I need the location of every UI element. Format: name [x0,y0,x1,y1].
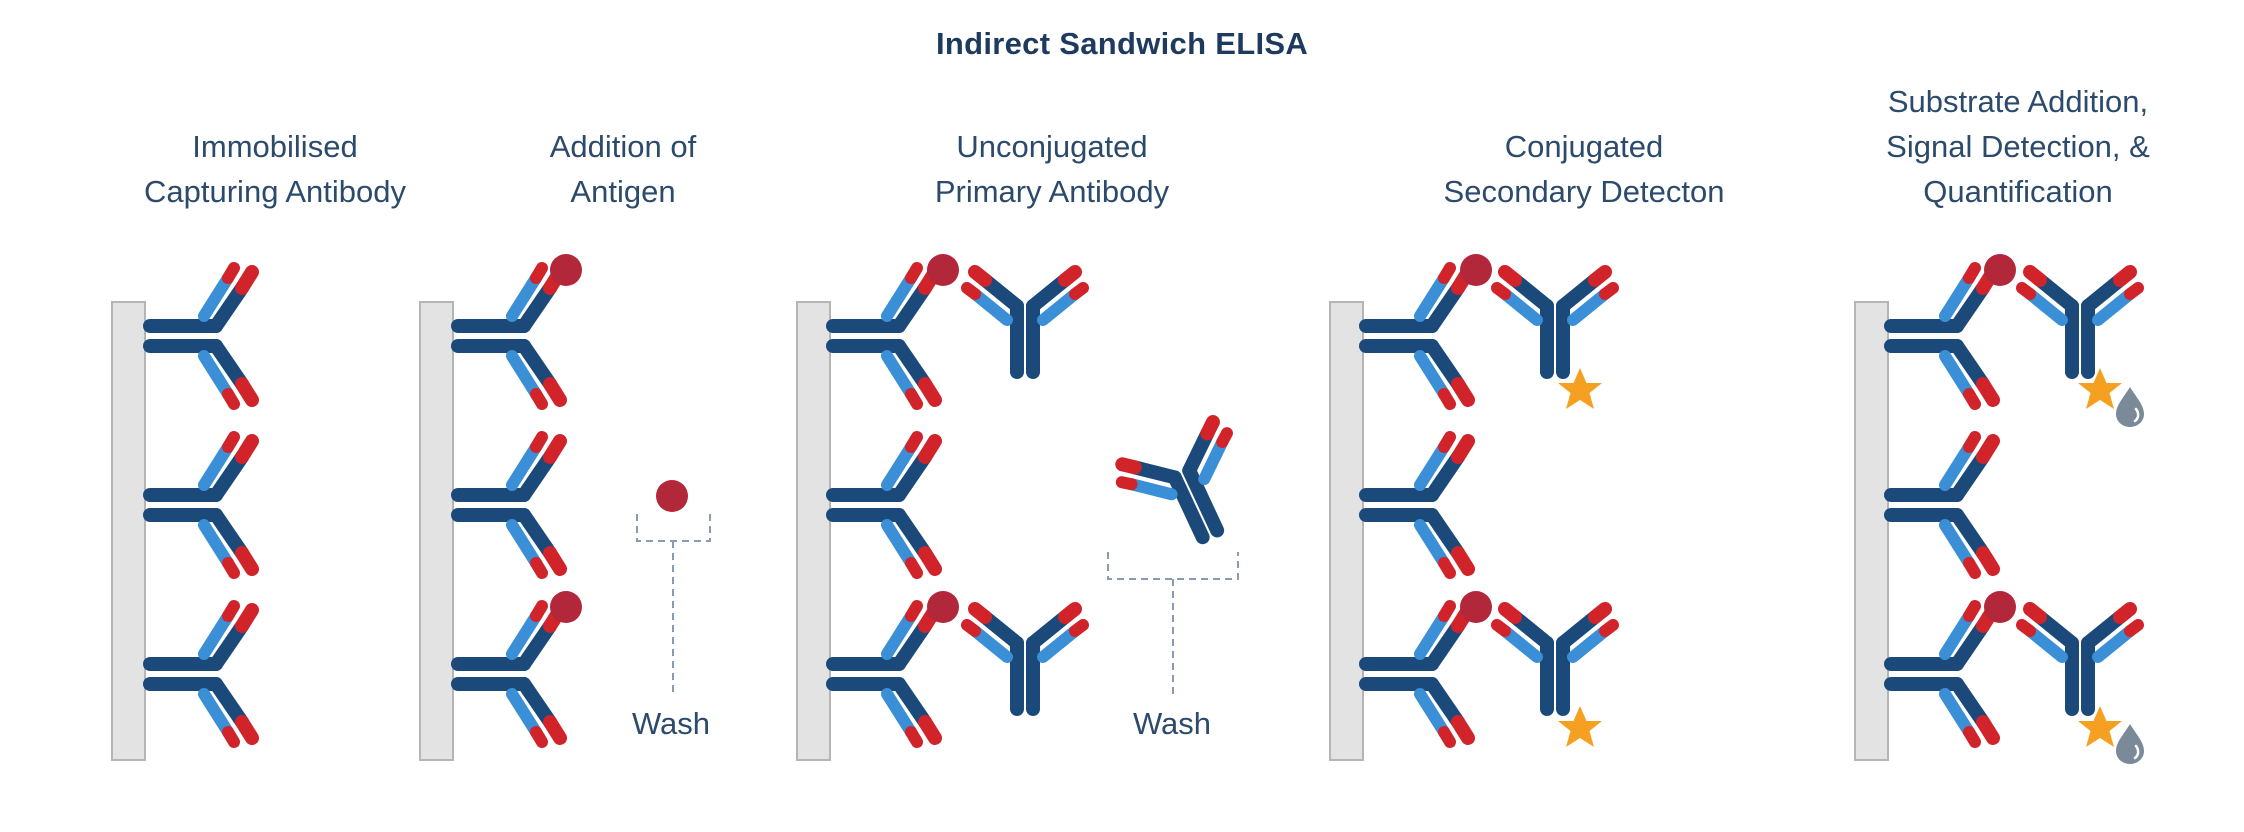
wash-bracket-2 [1107,552,1239,580]
step-3-illustration [796,254,1262,761]
antigen-icon [927,591,959,623]
diagram-title: Indirect Sandwich ELISA [935,26,1309,61]
capture-antibody-icon [150,606,252,742]
capture-antibody-icon [150,268,252,404]
wash-bracket-1 [636,514,711,542]
plate-4 [1329,301,1364,761]
step-4-label: Conjugated Secondary Detecton [1444,124,1725,214]
step-4-line1: Conjugated [1504,129,1664,164]
capture-antibody-icon [833,606,935,742]
step-1-illustration [111,268,252,761]
wash-label-1: Wash [631,706,711,741]
step-3-line1: Unconjugated [956,129,1148,164]
step-5-illustration [1854,254,2146,766]
step-4-line2: Secondary Detecton [1443,174,1725,209]
capture-antibody-icon [1891,606,1993,742]
step-2-line2: Antigen [570,174,676,209]
antigen-icon [1984,591,2016,623]
capture-antibody-icon [458,437,560,573]
step-2-illustration [419,254,711,761]
plate-5 [1854,301,1889,761]
step-5-label: Substrate Addition, Signal Detection, & … [1886,79,2150,214]
secondary-antibody-icon [2022,609,2138,709]
step-1-line1: Immobilised [192,129,358,164]
capture-antibody-icon [1366,606,1468,742]
primary-antibody-icon [967,609,1083,709]
substrate-droplet-icon [2114,385,2146,429]
step-5-line2: Signal Detection, & [1886,129,2150,164]
secondary-antibody-icon [2022,272,2138,372]
step-4-illustration [1329,254,1613,761]
capture-antibody-icon [458,606,560,742]
plate-3 [796,301,831,761]
step-3-line2: Primary Antibody [934,174,1170,209]
primary-antibody-icon [967,272,1083,372]
antigen-icon [927,254,959,286]
capture-antibody-icon [1366,268,1468,404]
secondary-antibody-icon [1497,609,1613,709]
antigen-icon [550,591,582,623]
step-1-label: Immobilised Capturing Antibody [144,124,406,214]
plate-2 [419,301,454,761]
antigen-icon [656,480,688,512]
wash-label-2: Wash [1132,706,1212,741]
step-1-line2: Capturing Antibody [144,174,406,209]
secondary-antibody-icon [1497,272,1613,372]
capture-antibody-icon [833,268,935,404]
capture-antibody-icon [1891,437,1993,573]
step-5-line1: Substrate Addition, [1887,84,2149,119]
capture-antibody-icon [150,437,252,573]
step-5-line3: Quantification [1923,174,2113,209]
step-2-line1: Addition of [549,129,697,164]
capture-antibody-icon [833,437,935,573]
capture-antibody-icon [1891,268,1993,404]
capture-antibody-icon [1366,437,1468,573]
antigen-icon [1460,254,1492,286]
plate-1 [111,301,146,761]
primary-antibody-icon [1115,419,1262,559]
substrate-droplet-icon [2114,722,2146,766]
step-2-label: Addition of Antigen [550,124,697,214]
step-3-label: Unconjugated Primary Antibody [935,124,1169,214]
antigen-icon [1984,254,2016,286]
antigen-icon [550,254,582,286]
capture-antibody-icon [458,268,560,404]
antigen-icon [1460,591,1492,623]
